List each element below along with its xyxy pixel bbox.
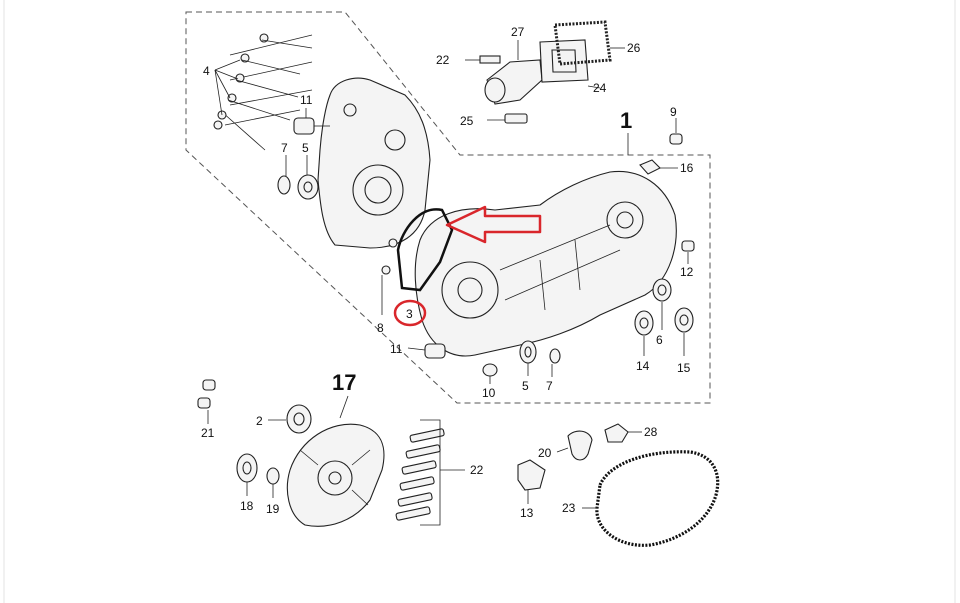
callout-26: 26 — [627, 41, 641, 55]
clip-13 — [517, 459, 546, 491]
callout-2: 2 — [256, 414, 263, 428]
bushing-11-bottom — [424, 343, 446, 359]
highlight-circle — [393, 299, 427, 327]
callout-15: 15 — [677, 361, 691, 375]
callout-22-bottom: 22 — [470, 463, 484, 477]
callout-3: 3 — [406, 307, 413, 321]
callout-12: 12 — [680, 265, 694, 279]
dowel-21b — [197, 397, 211, 409]
callout-24: 24 — [593, 81, 607, 95]
callout-18: 18 — [240, 499, 254, 513]
callout-25: 25 — [460, 114, 474, 128]
callout-11-bottom: 11 — [390, 342, 403, 356]
callout-16: 16 — [680, 161, 694, 175]
callout-7-top: 7 — [281, 141, 288, 155]
seal-7-top — [277, 175, 291, 195]
crankcase-group-boundary — [185, 11, 711, 404]
dowel-21a — [202, 379, 216, 391]
callout-7-bottom: 7 — [546, 379, 553, 393]
highlight-arrow — [445, 205, 542, 244]
dowel-8a — [388, 238, 398, 248]
dowel-8b — [381, 265, 391, 275]
callout-28: 28 — [644, 425, 658, 439]
callout-8: 8 — [377, 321, 384, 335]
dowel-9 — [669, 133, 683, 145]
callout-20: 20 — [538, 446, 552, 460]
left-crankcase-half — [317, 77, 431, 249]
bolt-25 — [504, 113, 528, 124]
dowel-10 — [482, 363, 498, 377]
callout-5-bottom: 5 — [522, 379, 529, 393]
seal-19 — [266, 467, 280, 485]
callout-21: 21 — [201, 426, 215, 440]
gasket-23 — [595, 450, 720, 547]
callout-1: 1 — [620, 108, 632, 133]
cover-screws-22 — [395, 428, 445, 521]
callout-9: 9 — [670, 105, 677, 119]
callout-19: 19 — [266, 502, 280, 516]
callout-13: 13 — [520, 506, 534, 520]
callout-10: 10 — [482, 386, 496, 400]
gasket-26 — [553, 20, 612, 66]
gasket-3 — [396, 208, 454, 292]
callout-4: 4 — [203, 64, 210, 78]
callout-23: 23 — [562, 501, 576, 515]
seal-7-bottom — [549, 348, 561, 364]
dowel-12 — [681, 240, 695, 252]
callout-22-top: 22 — [436, 53, 450, 67]
callout-17: 17 — [332, 370, 356, 395]
bushing-11 — [293, 117, 315, 135]
callout-6: 6 — [656, 333, 663, 347]
callout-11-top: 11 — [300, 93, 313, 107]
callout-14: 14 — [636, 359, 650, 373]
stud-bolts — [213, 33, 313, 151]
clamp-28 — [604, 423, 629, 443]
breather-16 — [639, 159, 661, 175]
callout-27: 27 — [511, 25, 525, 39]
cap-20 — [567, 430, 593, 461]
callout-5-top: 5 — [302, 141, 309, 155]
screw-22-top — [479, 55, 501, 64]
